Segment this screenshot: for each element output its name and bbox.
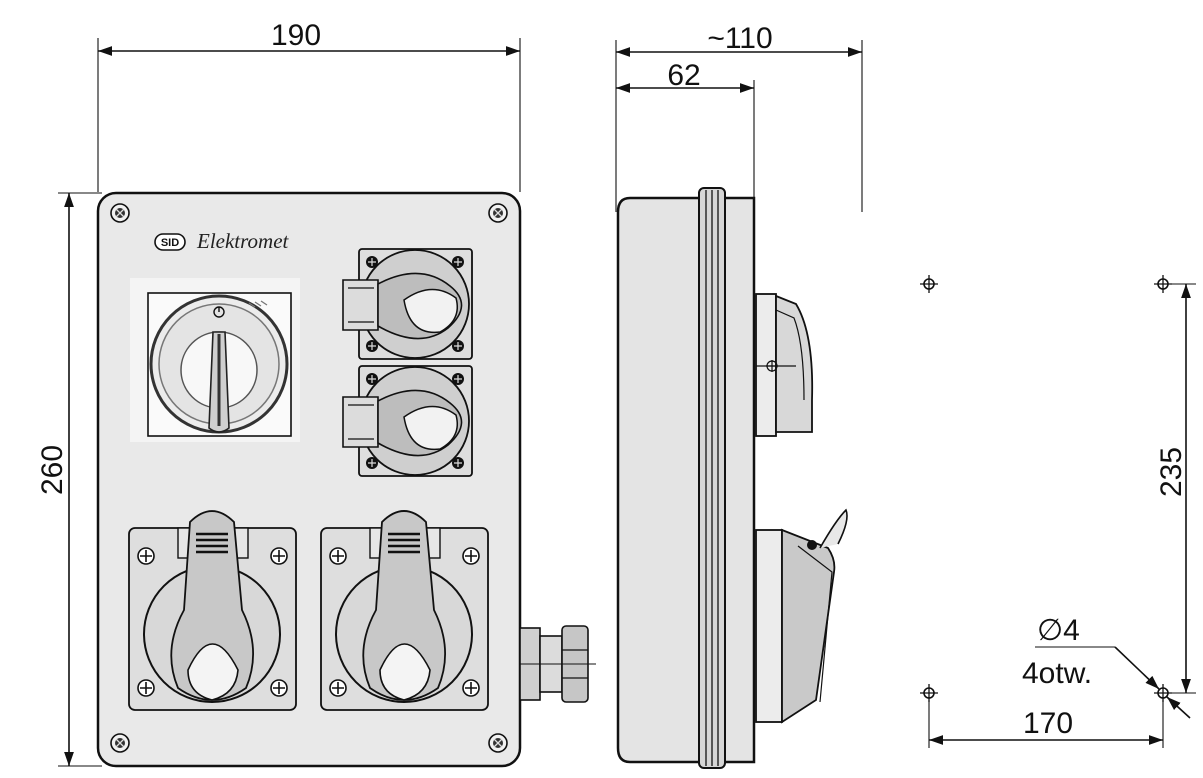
side-view: ~110 62 <box>615 22 863 769</box>
corner-screw <box>488 733 508 753</box>
industrial-socket-left <box>128 510 297 711</box>
dimension-overall-depth: ~110 <box>615 22 863 212</box>
mounting-hole <box>920 275 938 293</box>
brand-name: Elektromet <box>196 229 290 253</box>
rotary-switch <box>130 278 300 442</box>
switch-profile <box>755 293 814 437</box>
cable-gland <box>519 625 596 703</box>
small-socket-bottom <box>342 365 473 477</box>
mounting-layout: 235 170 ∅4 4otw. <box>920 275 1196 748</box>
socket-profile <box>755 508 848 724</box>
dimension-width: 190 <box>97 19 521 192</box>
hole-diameter-label: ∅4 <box>1037 614 1080 647</box>
hole-callout: ∅4 4otw. <box>1022 614 1191 719</box>
dimension-hole-vertical: 235 <box>1155 283 1196 694</box>
brand-logo-text: SID <box>161 237 179 249</box>
front-view: 190 260 <box>36 19 596 768</box>
dimension-hole-vertical-label: 235 <box>1155 447 1188 497</box>
dimension-hole-horizontal: 170 <box>928 700 1164 748</box>
dimension-body-depth: 62 <box>616 59 755 200</box>
industrial-socket-right <box>320 510 489 711</box>
corner-screw <box>110 203 130 223</box>
dimension-hole-horizontal-label: 170 <box>1023 707 1073 740</box>
dimension-height: 260 <box>36 192 102 767</box>
hole-count-label: 4otw. <box>1022 657 1092 690</box>
dimension-height-label: 260 <box>36 445 69 495</box>
corner-screw <box>110 733 130 753</box>
mounting-hole <box>920 684 938 702</box>
lid-seam <box>698 187 726 769</box>
side-body <box>616 196 756 764</box>
dimension-overall-depth-label: ~110 <box>707 22 772 55</box>
dimension-body-depth-label: 62 <box>667 59 700 92</box>
corner-screw <box>488 203 508 223</box>
brand-logo: SID <box>154 233 186 251</box>
small-socket-top <box>342 248 473 360</box>
dimension-width-label: 190 <box>271 19 321 52</box>
